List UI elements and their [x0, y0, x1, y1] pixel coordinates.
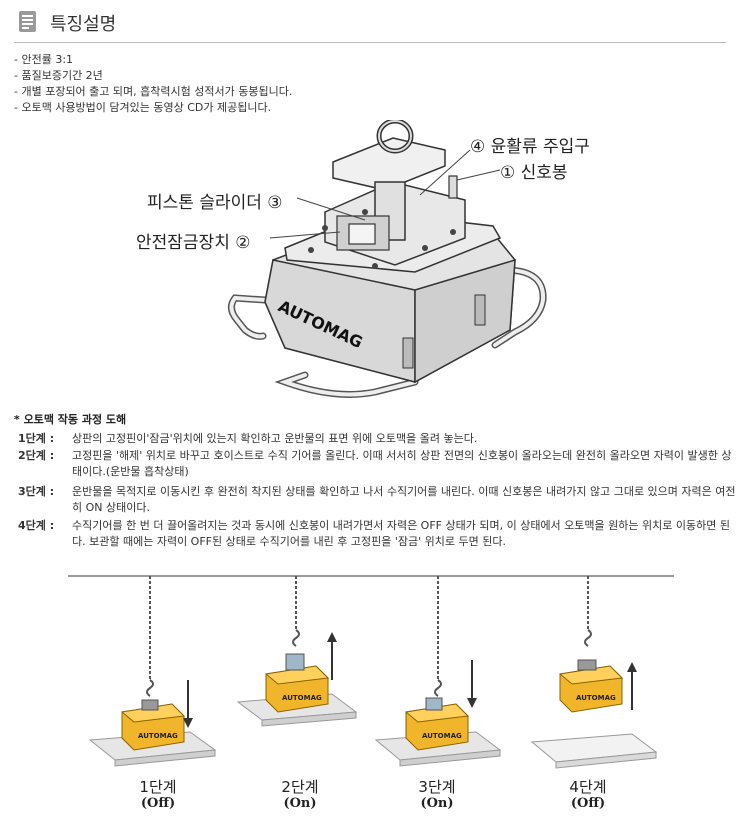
step-4: 4단계 : 수직기어를 한 번 더 끌어올려지는 것과 동시에 신호봉이 내려가… [18, 518, 748, 550]
section-header: 특징설명 [14, 6, 726, 43]
svg-text:AUTOMAG: AUTOMAG [282, 694, 322, 702]
process-illustration: AUTOMAG AUTOMAG AUTOMAG [68, 575, 674, 769]
label-piston-slider: 피스톤 슬라이더 ③ [147, 193, 283, 213]
stage-1-state: (Off) [140, 796, 176, 811]
stage-2-figure: AUTOMAG [236, 576, 358, 727]
svg-text:AUTOMAG: AUTOMAG [576, 694, 616, 702]
label-signal-rod: ① 신호봉 [500, 163, 568, 183]
steps-title: * 오토맥 작동 과정 도해 [14, 413, 127, 426]
stage-3-state: (On) [420, 796, 454, 811]
section-title: 특징설명 [50, 14, 117, 35]
feature-item: - 품질보증기간 2년 [14, 69, 103, 82]
step-label: 1단계 : [18, 432, 55, 445]
document-icon [19, 11, 36, 32]
step-label: 4단계 : [18, 519, 55, 532]
step-text: 수직기어를 한 번 더 끌어올려지는 것과 동시에 신호봉이 내려가면서 자력은… [72, 519, 730, 548]
svg-text:AUTOMAG: AUTOMAG [422, 732, 462, 740]
step-label: 3단계 : [18, 485, 55, 498]
step-text: 고정핀을 '해제' 위치로 바꾸고 호이스트로 수직 기어를 올린다. 이때 서… [72, 449, 732, 478]
step-label: 2단계 : [18, 449, 55, 462]
stage-1-figure: AUTOMAG [88, 576, 217, 767]
product-diagram: AUTOMAG [228, 120, 547, 398]
stage-4-state: (Off) [570, 796, 606, 811]
stage-1-name: 1단계 [139, 778, 177, 796]
label-lube-inlet: ④ 윤활류 주입구 [470, 137, 590, 157]
step-1: 1단계 : 상판의 고정핀이'잠금'위치에 있는지 확인하고 운반물의 표면 위… [18, 431, 748, 447]
step-text: 상판의 고정핀이'잠금'위치에 있는지 확인하고 운반물의 표면 위에 오토맥을… [72, 432, 478, 445]
step-text: 운반물을 목적지로 이동시킨 후 완전히 착지된 상태를 확인하고 나서 수직기… [72, 485, 736, 514]
step-3: 3단계 : 운반물을 목적지로 이동시킨 후 완전히 착지된 상태를 확인하고 … [18, 484, 748, 516]
stage-3-figure: AUTOMAG [374, 576, 502, 767]
svg-text:AUTOMAG: AUTOMAG [138, 732, 178, 740]
step-2: 2단계 : 고정핀을 '해제' 위치로 바꾸고 호이스트로 수직 기어를 올린다… [18, 448, 748, 480]
stage-3-name: 3단계 [418, 778, 456, 796]
feature-item: - 오토맥 사용방법이 담겨있는 동영상 CD가 제공됩니다. [14, 101, 272, 114]
stage-4-figure: AUTOMAG [530, 576, 658, 769]
stage-2-state: (On) [283, 796, 317, 811]
feature-list: - 안전률 3:1 - 품질보증기간 2년 - 개별 포장되어 출고 되며, 흡… [14, 52, 292, 116]
stage-4-name: 4단계 [569, 778, 607, 796]
label-safety-lock: 안전잠금장치 ② [136, 233, 251, 253]
feature-item: - 개별 포장되어 출고 되며, 흡착력시험 성적서가 동봉됩니다. [14, 85, 293, 98]
stage-2-name: 2단계 [281, 778, 319, 796]
feature-item: - 안전률 3:1 [14, 53, 74, 66]
title-divider [14, 42, 726, 43]
